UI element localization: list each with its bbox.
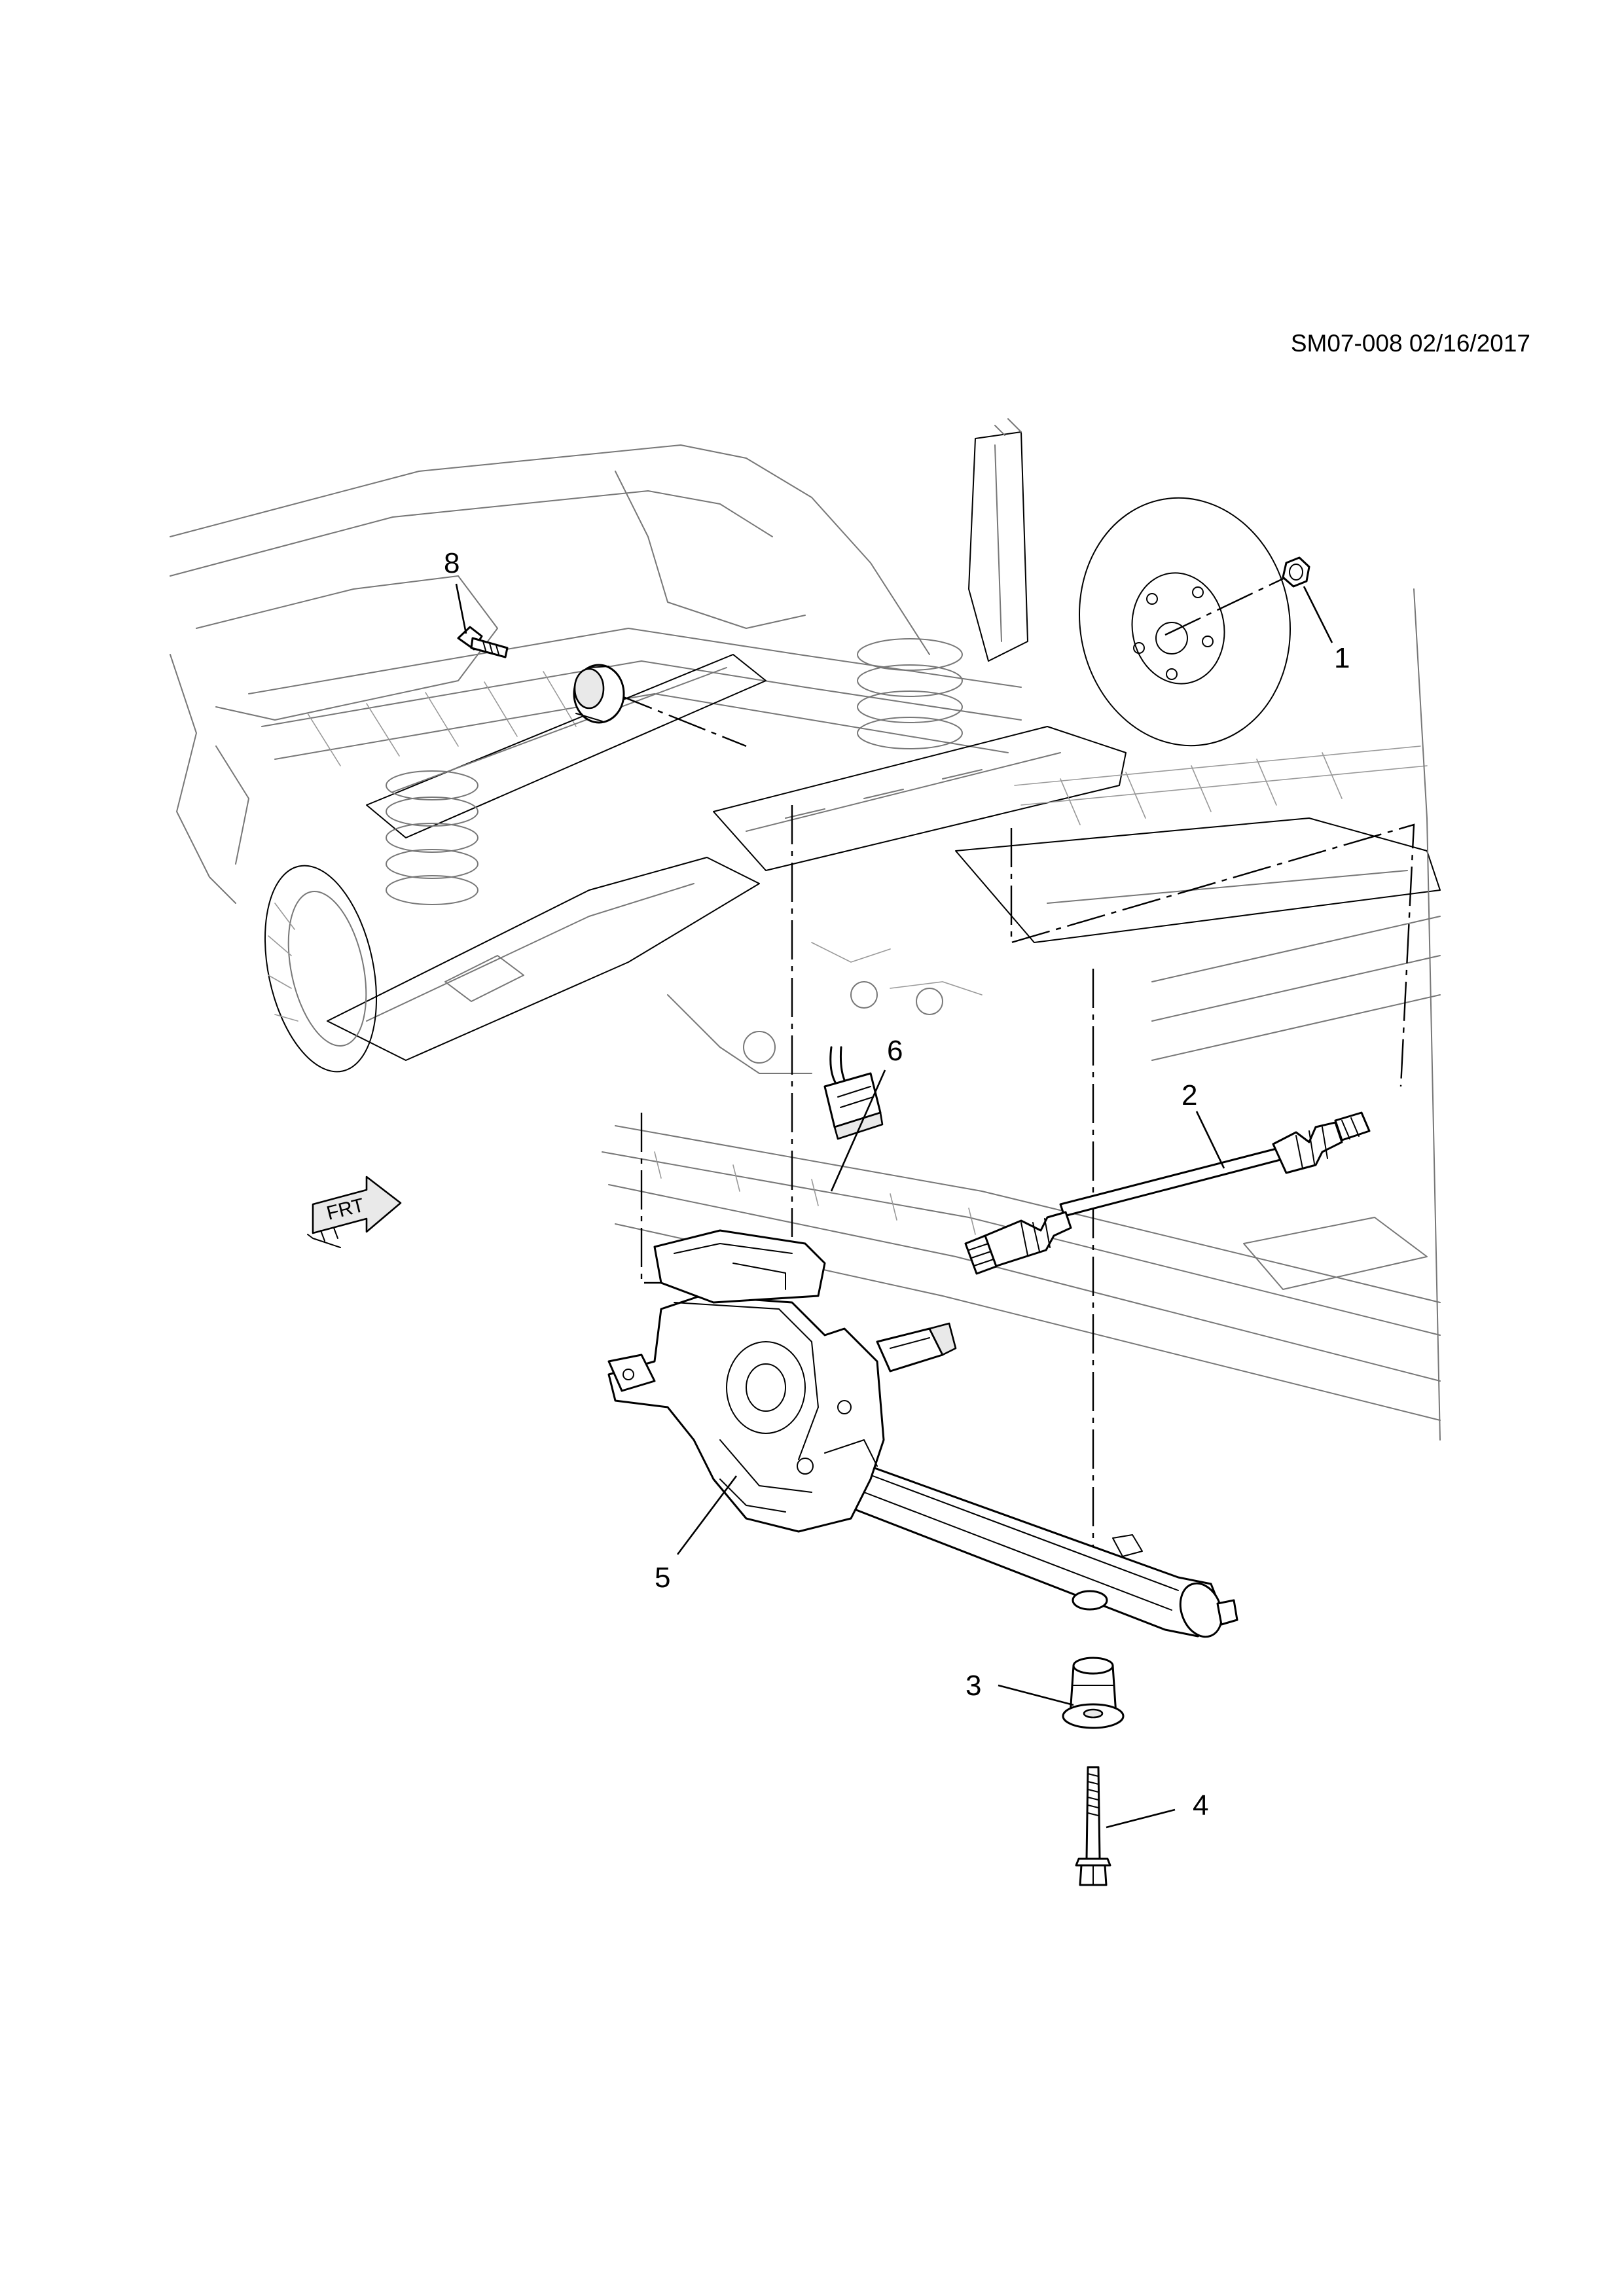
alignment-lines [615, 568, 1415, 1728]
wheel-nut-part-1 [1282, 556, 1310, 588]
document-code: SM07-008 02/16/2017 [1290, 330, 1530, 357]
axle-shaft-part-2 [964, 1111, 1371, 1275]
callout-6: 6 [887, 1035, 903, 1067]
callout-3: 3 [965, 1670, 981, 1702]
front-direction-marker: FRT [307, 1175, 402, 1248]
bushing-part-3 [1062, 1657, 1125, 1729]
bushing-upper [573, 664, 625, 724]
bolt-part-4 [1075, 1766, 1111, 1886]
callout-leaders [455, 583, 1333, 1829]
callout-5: 5 [655, 1562, 670, 1594]
callout-1: 1 [1334, 642, 1350, 674]
callout-8: 8 [444, 547, 460, 579]
connector-part-6 [823, 1046, 884, 1140]
callout-4: 4 [1193, 1789, 1208, 1821]
callout-2: 2 [1182, 1079, 1197, 1111]
drive-unit-part-5 [607, 1229, 1238, 1638]
callout-labels: 8 1 6 2 5 3 4 [444, 547, 1350, 1821]
